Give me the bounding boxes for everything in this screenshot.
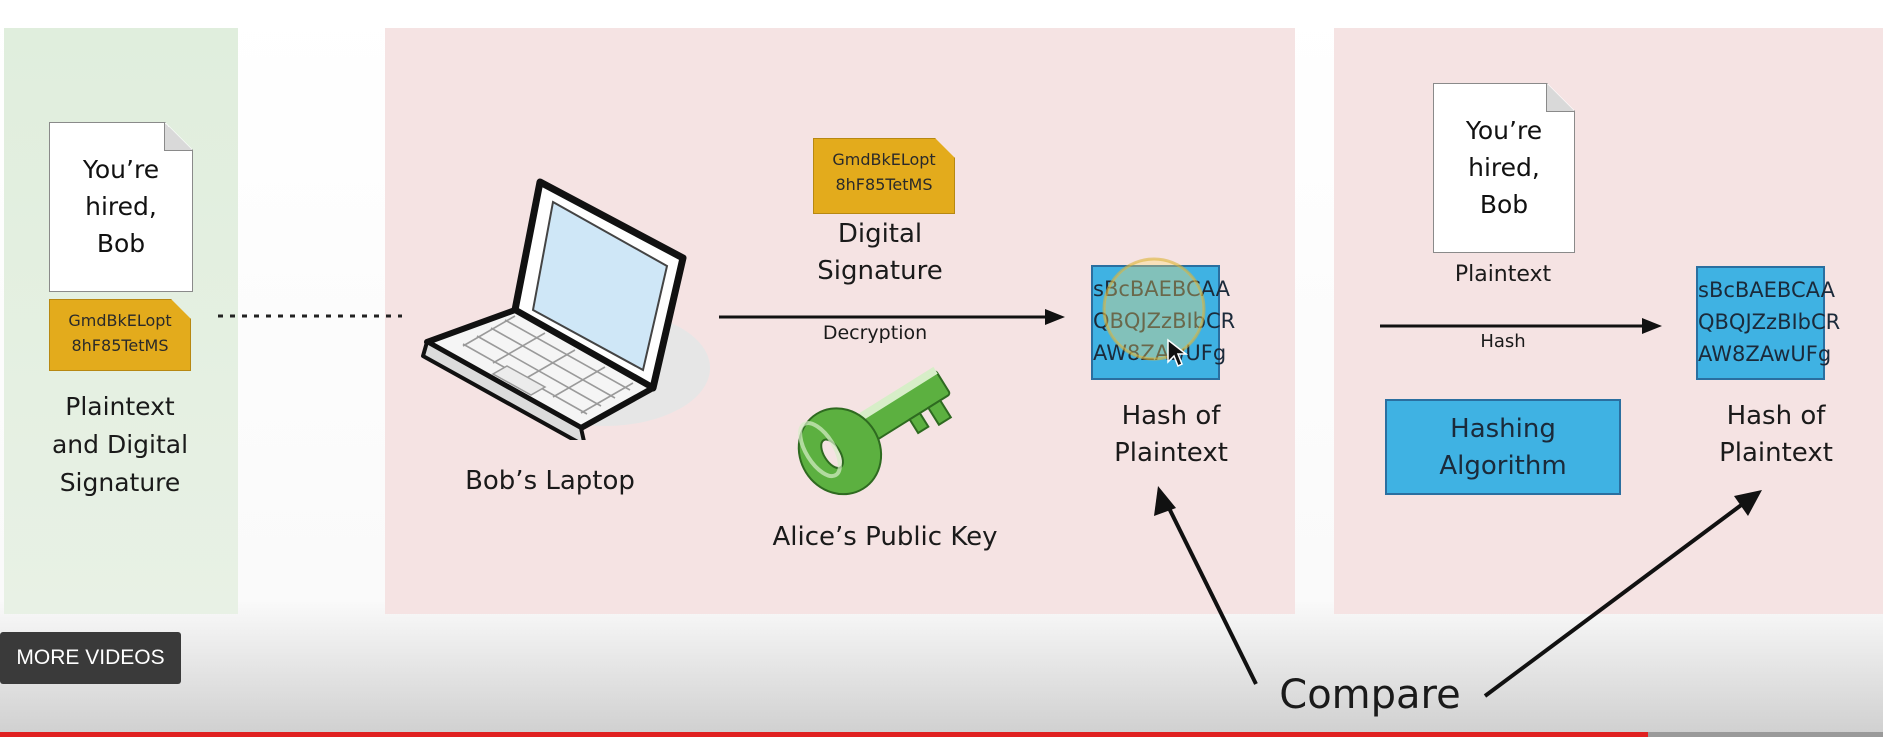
caption-line: Signature: [59, 468, 181, 497]
caption-line: Signature: [817, 256, 943, 286]
signature-line: 8hF85TetMS: [835, 175, 933, 194]
document-text: You’re hired, Bob: [50, 151, 192, 262]
document-text: You’re hired, Bob: [1434, 112, 1574, 223]
decryption-label: Decryption: [822, 322, 928, 344]
caption-line: Plaintext: [1719, 438, 1833, 468]
algorithm-line: Algorithm: [1439, 451, 1567, 481]
digital-signature-sender: GmdBkELopt 8hF85TetMS: [49, 299, 191, 371]
laptop-caption: Bob’s Laptop: [465, 466, 635, 496]
caption-line: Plaintext: [65, 392, 175, 421]
hashing-algorithm-box: Hashing Algorithm: [1385, 399, 1621, 495]
hash-line: sBcBAEBCAA: [1093, 273, 1230, 305]
sender-caption: Plaintext and Digital Signature: [20, 388, 220, 502]
algorithm-line: Hashing: [1450, 414, 1556, 444]
signature-line: 8hF85TetMS: [71, 336, 169, 355]
compare-label: Compare: [1279, 672, 1461, 718]
hash-line: AW8ZAwUFg: [1093, 337, 1226, 369]
doc-line: You’re: [82, 155, 160, 184]
progress-bar-played: [0, 732, 1648, 737]
hash-label: Hash: [1480, 331, 1526, 352]
public-key-caption: Alice’s Public Key: [772, 522, 998, 552]
signature-line: GmdBkELopt: [68, 311, 172, 330]
caption-line: Hash of: [1726, 401, 1826, 431]
plaintext-document-received: You’re hired, Bob: [1433, 83, 1575, 253]
signature-line: GmdBkELopt: [832, 150, 936, 169]
dotted-transfer-line: [218, 314, 402, 318]
cursor-highlight: [1102, 257, 1206, 361]
hash-line: sBcBAEBCAA: [1698, 278, 1835, 302]
decryption-arrow: [719, 309, 1065, 325]
doc-line: Bob: [96, 229, 146, 258]
plaintext-caption: Plaintext: [1454, 262, 1552, 287]
more-videos-button[interactable]: MORE VIDEOS: [0, 632, 181, 684]
hash-box-computed: sBcBAEBCAA QBQJZzBIbCR AW8ZAwUFg: [1696, 266, 1841, 380]
key-icon: [797, 366, 953, 496]
doc-line: hired,: [1468, 153, 1540, 182]
plaintext-document-sender: You’re hired, Bob: [49, 122, 193, 292]
hash-line: QBQJZzBIbCR: [1093, 305, 1235, 337]
hash-arrow: [1380, 318, 1662, 334]
compare-arrows: [1154, 486, 1762, 698]
mouse-cursor-icon: [1167, 338, 1188, 368]
doc-line: Bob: [1479, 190, 1529, 219]
hash-decrypted-caption: Hash of Plaintext: [1071, 398, 1271, 472]
doc-line: hired,: [85, 192, 157, 221]
digital-signature-received: GmdBkELopt 8hF85TetMS: [813, 138, 955, 214]
laptop-icon: [421, 178, 710, 440]
caption-line: Plaintext: [1114, 438, 1228, 468]
caption-line: and Digital: [51, 430, 189, 459]
doc-line: You’re: [1465, 116, 1543, 145]
hash-line: AW8ZAwUFg: [1698, 342, 1832, 366]
digital-signature-caption: Digital Signature: [780, 216, 980, 290]
hash-line: QBQJZzBIbCR: [1698, 310, 1841, 334]
hash-computed-caption: Hash of Plaintext: [1676, 398, 1876, 472]
caption-line: Digital: [837, 219, 923, 249]
hash-box-decrypted: sBcBAEBCAA QBQJZzBIbCR AW8ZAwUFg: [1091, 265, 1235, 380]
caption-line: Hash of: [1121, 401, 1221, 431]
